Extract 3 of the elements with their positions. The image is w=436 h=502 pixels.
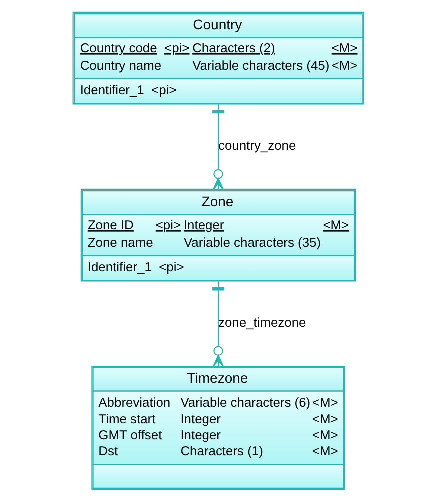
connector <box>212 282 224 367</box>
edge-label: zone_timezone <box>218 315 306 330</box>
edge-label: country_zone <box>218 138 296 154</box>
